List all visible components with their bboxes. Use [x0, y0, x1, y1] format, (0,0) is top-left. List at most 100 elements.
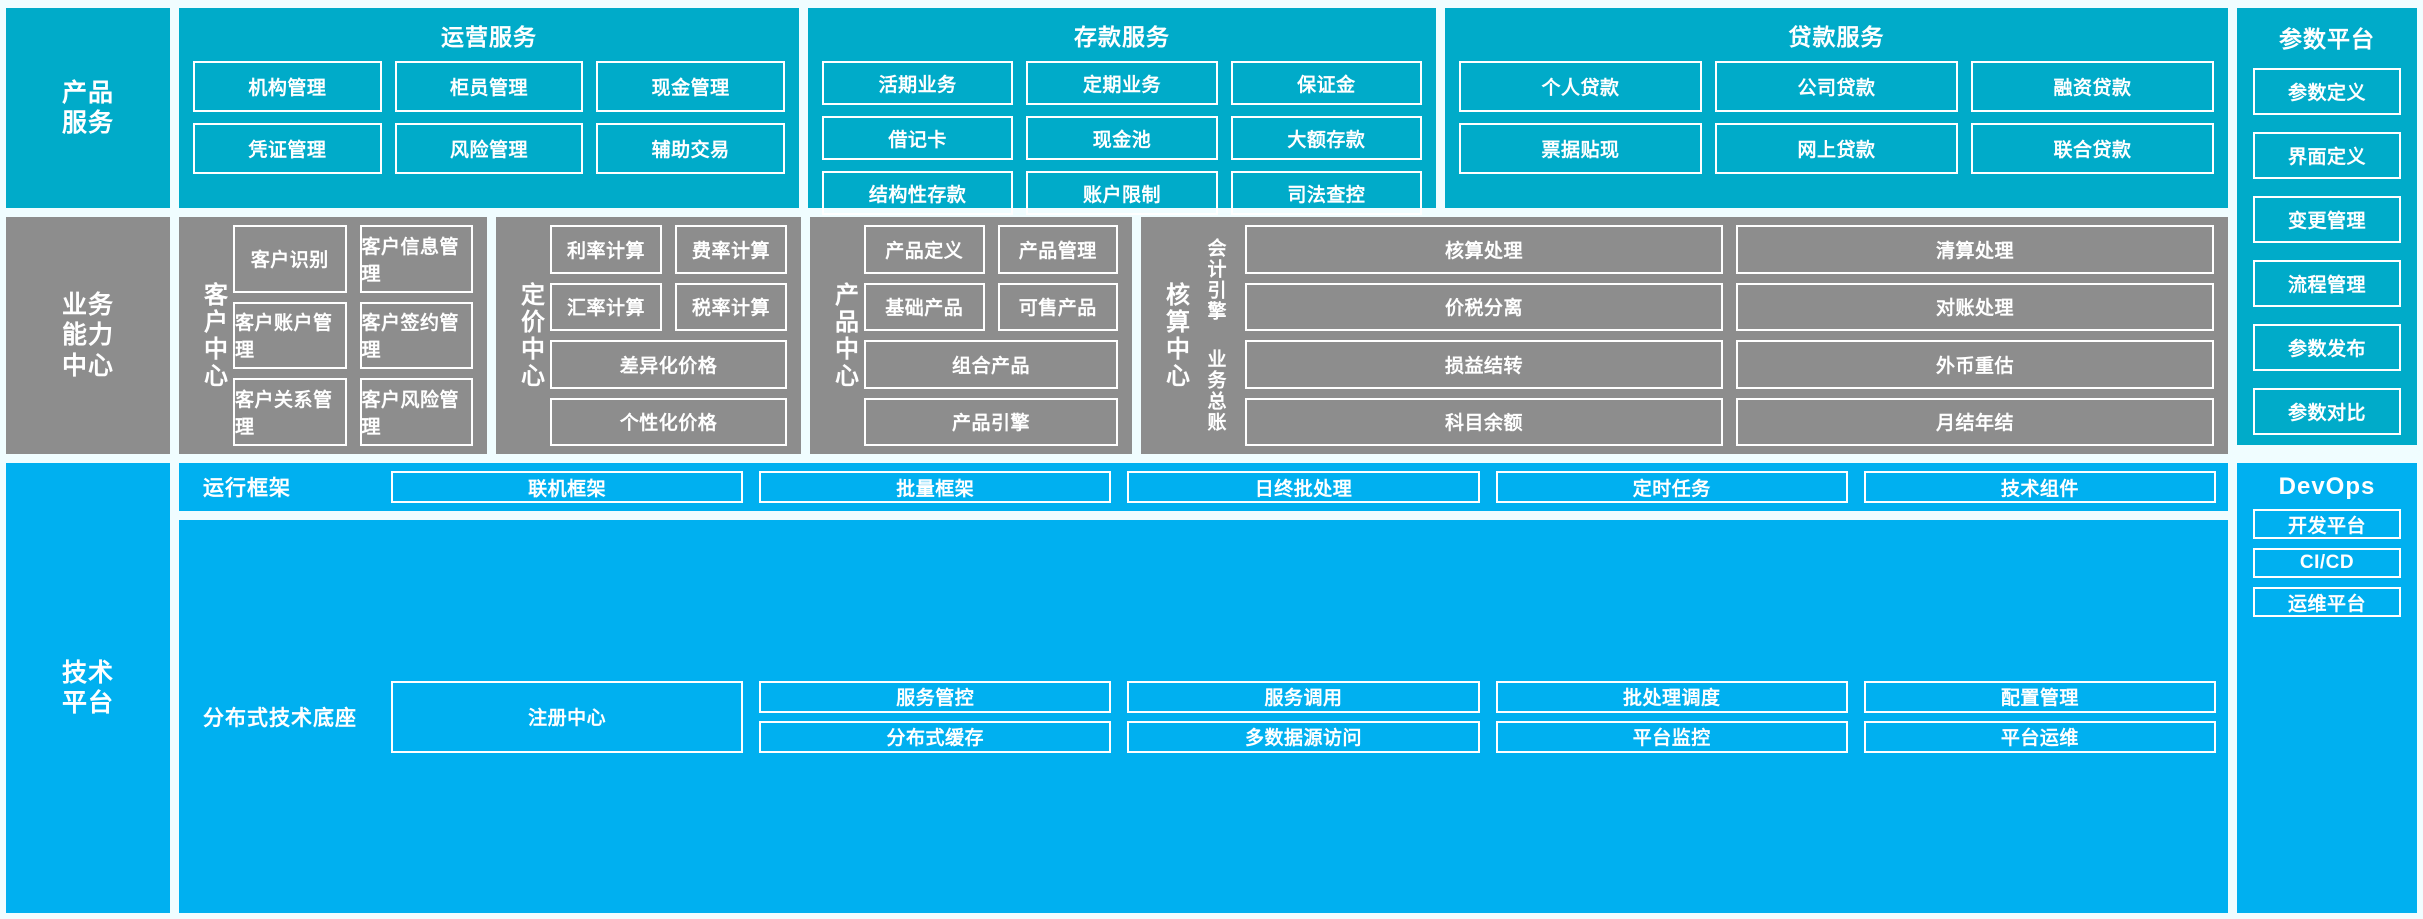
tile-customer-contract-management[interactable]: 客户签约管理 [359, 301, 473, 370]
tile-platform-monitoring[interactable]: 平台监控 [1495, 720, 1848, 753]
tile-interest-rate-calc[interactable]: 利率计算 [550, 225, 662, 274]
tile-financing-loan[interactable]: 融资贷款 [1971, 61, 2214, 112]
tile-tech-component[interactable]: 技术组件 [1863, 471, 2216, 503]
tile-price-tax-separation[interactable]: 价税分离 [1245, 282, 1723, 331]
tile-debit-card[interactable]: 借记卡 [822, 116, 1014, 160]
tile-bill-discount[interactable]: 票据贴现 [1459, 123, 1702, 174]
tile-customer-info-management[interactable]: 客户信息管理 [359, 225, 473, 293]
tech-row-name-runtime-framework: 运行框架 [203, 477, 291, 500]
tile-teller-management[interactable]: 柜员管理 [394, 61, 584, 112]
tile-development-platform[interactable]: 开发平台 [2253, 509, 2401, 539]
tile-basic-product[interactable]: 基础产品 [864, 282, 985, 331]
tile-risk-management[interactable]: 风险管理 [394, 123, 584, 174]
tile-batch-framework[interactable]: 批量框架 [759, 471, 1112, 503]
tile-end-of-day-batch[interactable]: 日终批处理 [1127, 471, 1480, 503]
tile-config-management[interactable]: 配置管理 [1863, 680, 2216, 713]
tile-ops-platform[interactable]: 运维平台 [2253, 587, 2401, 617]
tile-settlement-processing[interactable]: 清算处理 [1736, 225, 2214, 274]
tile-registry-center[interactable]: 注册中心 [391, 680, 744, 753]
tile-platform-operations[interactable]: 平台运维 [1863, 720, 2216, 753]
tech-row-runtime-framework: 运行框架 联机框架 批量框架 日终批处理 定时任务 技术组件 [179, 463, 2228, 511]
tile-grid-pricing-center: 利率计算 费率计算 汇率计算 税率计算 差异化价格 个性化价格 [550, 225, 787, 446]
tile-voucher-management[interactable]: 凭证管理 [193, 123, 382, 174]
tile-bundled-product[interactable]: 组合产品 [864, 340, 1118, 389]
tile-customer-identification[interactable]: 客户识别 [233, 225, 347, 293]
group-operation-service: 运营服务 机构管理 柜员管理 现金管理 凭证管理 风险管理 辅助交易 [179, 8, 799, 208]
tile-distributed-cache[interactable]: 分布式缓存 [759, 720, 1112, 753]
tile-personalized-pricing[interactable]: 个性化价格 [550, 397, 787, 446]
tile-process-management[interactable]: 流程管理 [2253, 260, 2401, 307]
tile-customer-account-management[interactable]: 客户账户管理 [233, 301, 347, 370]
group-deposit-service: 存款服务 活期业务 定期业务 保证金 借记卡 现金池 大额存款 结构性存款 账户… [808, 8, 1436, 215]
group-accounting-center: 核算中心 会计引擎 业务总账 核算处理 清算处理 价税分离 对账处理 损益结转 … [1141, 217, 2228, 454]
tile-foreign-currency-revaluation[interactable]: 外币重估 [1736, 340, 2214, 389]
tile-online-loan[interactable]: 网上贷款 [1715, 123, 1958, 174]
tile-product-management[interactable]: 产品管理 [997, 225, 1118, 274]
tile-profit-loss-carryover[interactable]: 损益结转 [1245, 340, 1723, 389]
tile-grid-deposit-service: 活期业务 定期业务 保证金 借记卡 现金池 大额存款 结构性存款 账户限制 司法… [822, 61, 1422, 215]
tile-sellable-product[interactable]: 可售产品 [997, 282, 1118, 331]
tile-online-framework[interactable]: 联机框架 [391, 471, 744, 503]
tile-accounting-processing[interactable]: 核算处理 [1245, 225, 1723, 274]
tile-scheduled-task[interactable]: 定时任务 [1495, 471, 1848, 503]
tile-product-definition[interactable]: 产品定义 [864, 225, 985, 274]
tile-personal-loan[interactable]: 个人贷款 [1459, 61, 1702, 112]
group-vlabel-business-ledger: 业务总账 [1204, 348, 1226, 433]
tile-month-year-end-closing[interactable]: 月结年结 [1736, 397, 2214, 446]
tile-grid-loan-service: 个人贷款 公司贷款 融资贷款 票据贴现 网上贷款 联合贷款 [1459, 61, 2214, 174]
group-vlabel-accounting-engine: 会计引擎 [1204, 238, 1226, 323]
group-vlabel-pricing-center: 定价中心 [516, 281, 544, 390]
tile-service-governance[interactable]: 服务管控 [759, 680, 1112, 713]
group-product-center: 产品中心 产品定义 产品管理 基础产品 可售产品 组合产品 产品引擎 [810, 217, 1132, 454]
tile-cash-pool[interactable]: 现金池 [1026, 116, 1218, 160]
tile-reconciliation-processing[interactable]: 对账处理 [1736, 282, 2214, 331]
group-vlabel-customer-center: 客户中心 [199, 281, 227, 390]
group-vlabel-product-center: 产品中心 [830, 281, 858, 390]
tile-exchange-rate-calc[interactable]: 汇率计算 [550, 282, 662, 331]
layer-product-service: 产品服务 运营服务 机构管理 柜员管理 现金管理 凭证管理 风险管理 辅助交易 … [6, 8, 2417, 445]
group-customer-center: 客户中心 客户识别 客户信息管理 客户账户管理 客户签约管理 客户关系管理 客户… [179, 217, 487, 454]
group-title-deposit-service: 存款服务 [1074, 24, 1170, 50]
layer-label-text: 业务能力中心 [61, 290, 114, 380]
tech-row-distributed-base: 分布式技术底座 注册中心 服务管控 服务调用 批处理调度 配置管理 分布式缓存 … [179, 520, 2228, 913]
tile-fee-rate-calc[interactable]: 费率计算 [675, 225, 787, 274]
tile-differentiated-pricing[interactable]: 差异化价格 [550, 340, 787, 389]
tile-change-management[interactable]: 变更管理 [2253, 196, 2401, 243]
tile-demand-deposit[interactable]: 活期业务 [822, 61, 1014, 105]
tile-structured-deposit[interactable]: 结构性存款 [822, 171, 1014, 215]
tile-param-definition[interactable]: 参数定义 [2253, 68, 2401, 115]
tile-auxiliary-transaction[interactable]: 辅助交易 [596, 123, 785, 174]
tile-customer-relationship-management[interactable]: 客户关系管理 [233, 378, 347, 446]
tile-cicd[interactable]: CI/CD [2253, 548, 2401, 578]
tile-time-deposit[interactable]: 定期业务 [1026, 61, 1218, 105]
layer-label-line-1: 产品服务 [61, 78, 114, 138]
tile-account-restriction[interactable]: 账户限制 [1026, 171, 1218, 215]
group-pricing-center: 定价中心 利率计算 费率计算 汇率计算 税率计算 差异化价格 个性化价格 [496, 217, 801, 454]
tile-ui-definition[interactable]: 界面定义 [2253, 132, 2401, 179]
tile-subject-balance[interactable]: 科目余额 [1245, 397, 1723, 446]
tile-corporate-loan[interactable]: 公司贷款 [1715, 61, 1958, 112]
column-title-devops: DevOps [2278, 473, 2376, 500]
tech-row-name-distributed-base: 分布式技术底座 [203, 706, 357, 730]
tile-customer-risk-management[interactable]: 客户风险管理 [359, 378, 473, 446]
tile-param-compare[interactable]: 参数对比 [2253, 388, 2401, 435]
tile-org-management[interactable]: 机构管理 [193, 61, 382, 112]
tile-multi-datasource-access[interactable]: 多数据源访问 [1127, 720, 1480, 753]
tile-batch-scheduling[interactable]: 批处理调度 [1495, 680, 1848, 713]
tile-grid-product-center: 产品定义 产品管理 基础产品 可售产品 组合产品 产品引擎 [864, 225, 1118, 446]
tile-margin-deposit[interactable]: 保证金 [1230, 61, 1422, 105]
tile-product-engine[interactable]: 产品引擎 [864, 397, 1118, 446]
tile-syndicated-loan[interactable]: 联合贷款 [1971, 123, 2214, 174]
group-loan-service: 贷款服务 个人贷款 公司贷款 融资贷款 票据贴现 网上贷款 联合贷款 [1445, 8, 2228, 208]
group-vlabel-accounting-center: 核算中心 [1161, 281, 1189, 390]
tile-tax-rate-calc[interactable]: 税率计算 [675, 282, 787, 331]
tile-judicial-freeze[interactable]: 司法查控 [1230, 171, 1422, 215]
tile-large-deposit[interactable]: 大额存款 [1230, 116, 1422, 160]
tile-grid-operation-service: 机构管理 柜员管理 现金管理 凭证管理 风险管理 辅助交易 [193, 61, 785, 174]
group-title-operation-service: 运营服务 [441, 24, 537, 50]
tile-cash-management[interactable]: 现金管理 [596, 61, 785, 112]
accounting-sub-labels: 会计引擎 业务总账 [1195, 225, 1235, 446]
tile-param-publish[interactable]: 参数发布 [2253, 324, 2401, 371]
tile-service-invocation[interactable]: 服务调用 [1127, 680, 1480, 713]
